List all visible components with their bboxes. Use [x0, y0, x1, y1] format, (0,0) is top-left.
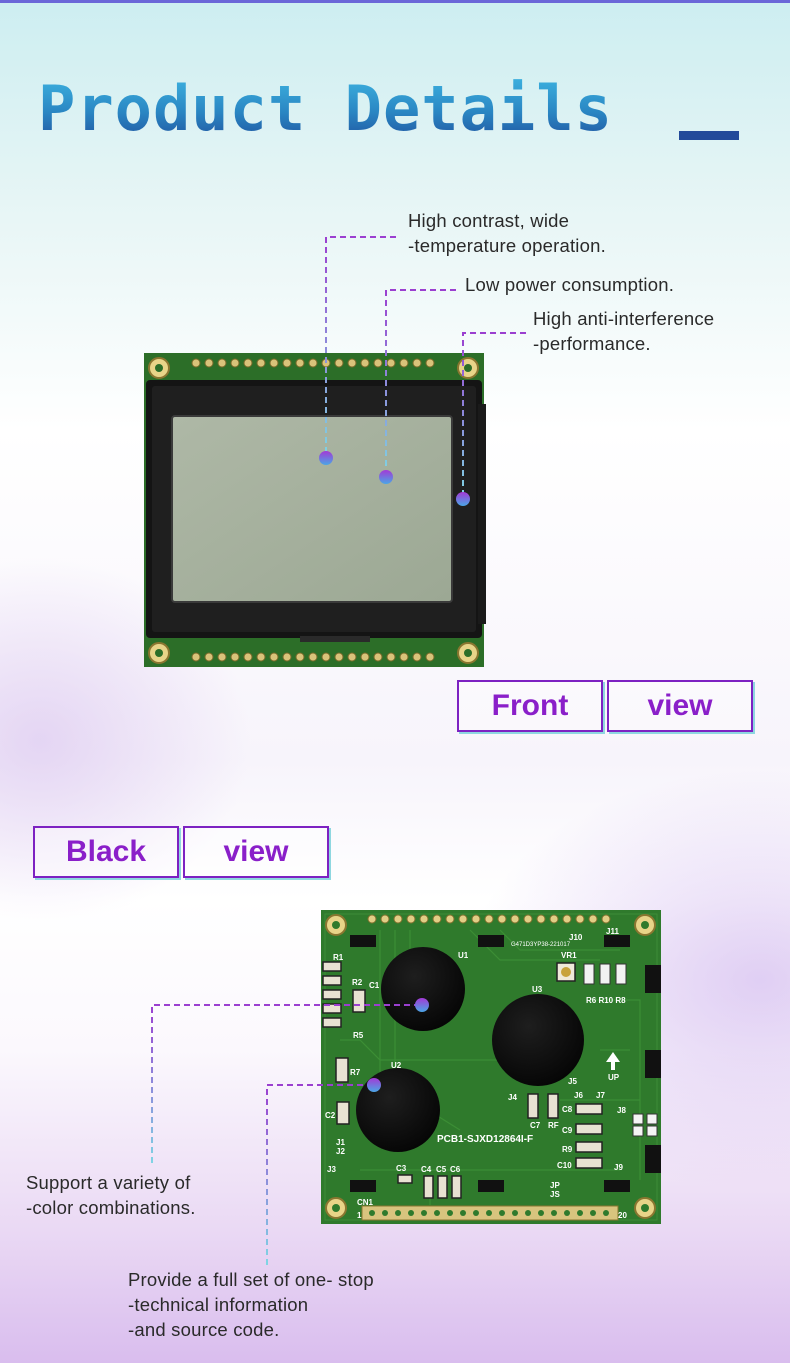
svg-text:VR1: VR1 [561, 951, 577, 960]
svg-text:J2: J2 [336, 1147, 345, 1156]
top-accent-line [0, 0, 790, 3]
svg-text:R9: R9 [562, 1145, 573, 1154]
lcd-back-pcb: R1 R2 C1 R5 R7 C2 J1 J2 J3 C3 C4 C5 C6 U… [321, 910, 661, 1224]
svg-text:JS: JS [550, 1190, 560, 1199]
svg-text:U1: U1 [458, 951, 469, 960]
svg-text:R6 R10 R8: R6 R10 R8 [586, 996, 626, 1005]
svg-text:R2: R2 [352, 978, 363, 987]
svg-text:R7: R7 [350, 1068, 361, 1077]
tag-word-view: view [607, 680, 753, 732]
svg-text:UP: UP [608, 1073, 620, 1082]
svg-text:U3: U3 [532, 985, 543, 994]
callout-contrast: High contrast, wide-temperature operatio… [408, 210, 606, 256]
tag-word-front: Front [457, 680, 603, 732]
svg-text:R5: R5 [353, 1031, 364, 1040]
back-pcb-board [321, 910, 661, 1224]
back-top-pins [367, 914, 611, 924]
svg-text:JP: JP [550, 1181, 560, 1190]
svg-text:RF: RF [548, 1121, 559, 1130]
front-top-pins [191, 358, 435, 368]
svg-text:C4: C4 [421, 1165, 432, 1174]
svg-text:PCB1-SJXD12864I-F: PCB1-SJXD12864I-F [437, 1134, 533, 1145]
svg-text:1: 1 [357, 1211, 362, 1220]
svg-text:J3: J3 [327, 1165, 336, 1174]
front-bottom-pins [191, 652, 435, 662]
svg-text:J4: J4 [508, 1093, 517, 1102]
front-view-tag: Front view [457, 680, 757, 732]
back-leaders [151, 1004, 420, 1265]
svg-text:J11: J11 [606, 927, 619, 936]
svg-text:C8: C8 [562, 1105, 573, 1114]
chip-u1 [381, 947, 465, 1031]
tag-word-view: view [183, 826, 329, 878]
callout-power: Low power consumption. [465, 274, 675, 295]
svg-text:C3: C3 [396, 1164, 407, 1173]
callout-technical-info: Provide a full set of one- stop-technica… [128, 1269, 374, 1340]
svg-text:CN1: CN1 [357, 1198, 374, 1207]
front-leaders [325, 236, 526, 498]
chip-u3 [492, 994, 584, 1086]
up-arrow-icon [606, 1052, 620, 1070]
svg-text:C2: C2 [325, 1111, 336, 1120]
svg-text:C1: C1 [369, 981, 380, 990]
svg-text:J5: J5 [568, 1077, 577, 1086]
svg-text:J9: J9 [614, 1163, 623, 1172]
front-callout-dots [319, 451, 470, 506]
callout-color-combinations: Support a variety of-color combinations. [26, 1172, 196, 1218]
svg-text:C6: C6 [450, 1165, 461, 1174]
svg-text:G471D3YP38-221017: G471D3YP38-221017 [511, 942, 571, 948]
tag-word-black: Black [33, 826, 179, 878]
lcd-screen [171, 415, 453, 603]
svg-text:J1: J1 [336, 1138, 345, 1147]
svg-text:U2: U2 [391, 1061, 402, 1070]
svg-text:C7: C7 [530, 1121, 541, 1130]
svg-text:C5: C5 [436, 1165, 447, 1174]
title-underline-bar [679, 131, 739, 140]
black-view-tag: Black view [33, 826, 333, 878]
svg-text:J7: J7 [596, 1091, 605, 1100]
svg-text:J10: J10 [569, 933, 583, 942]
lcd-front-module [144, 353, 486, 667]
callout-interference: High anti-interference-performance. [533, 308, 715, 354]
svg-text:C10: C10 [557, 1161, 572, 1170]
page-title: Product Details [38, 72, 613, 145]
svg-text:C9: C9 [562, 1126, 573, 1135]
svg-text:J6: J6 [574, 1091, 583, 1100]
svg-text:J8: J8 [617, 1106, 626, 1115]
back-callout-dots [367, 998, 429, 1092]
svg-text:R1: R1 [333, 953, 344, 962]
svg-text:20: 20 [618, 1211, 627, 1220]
